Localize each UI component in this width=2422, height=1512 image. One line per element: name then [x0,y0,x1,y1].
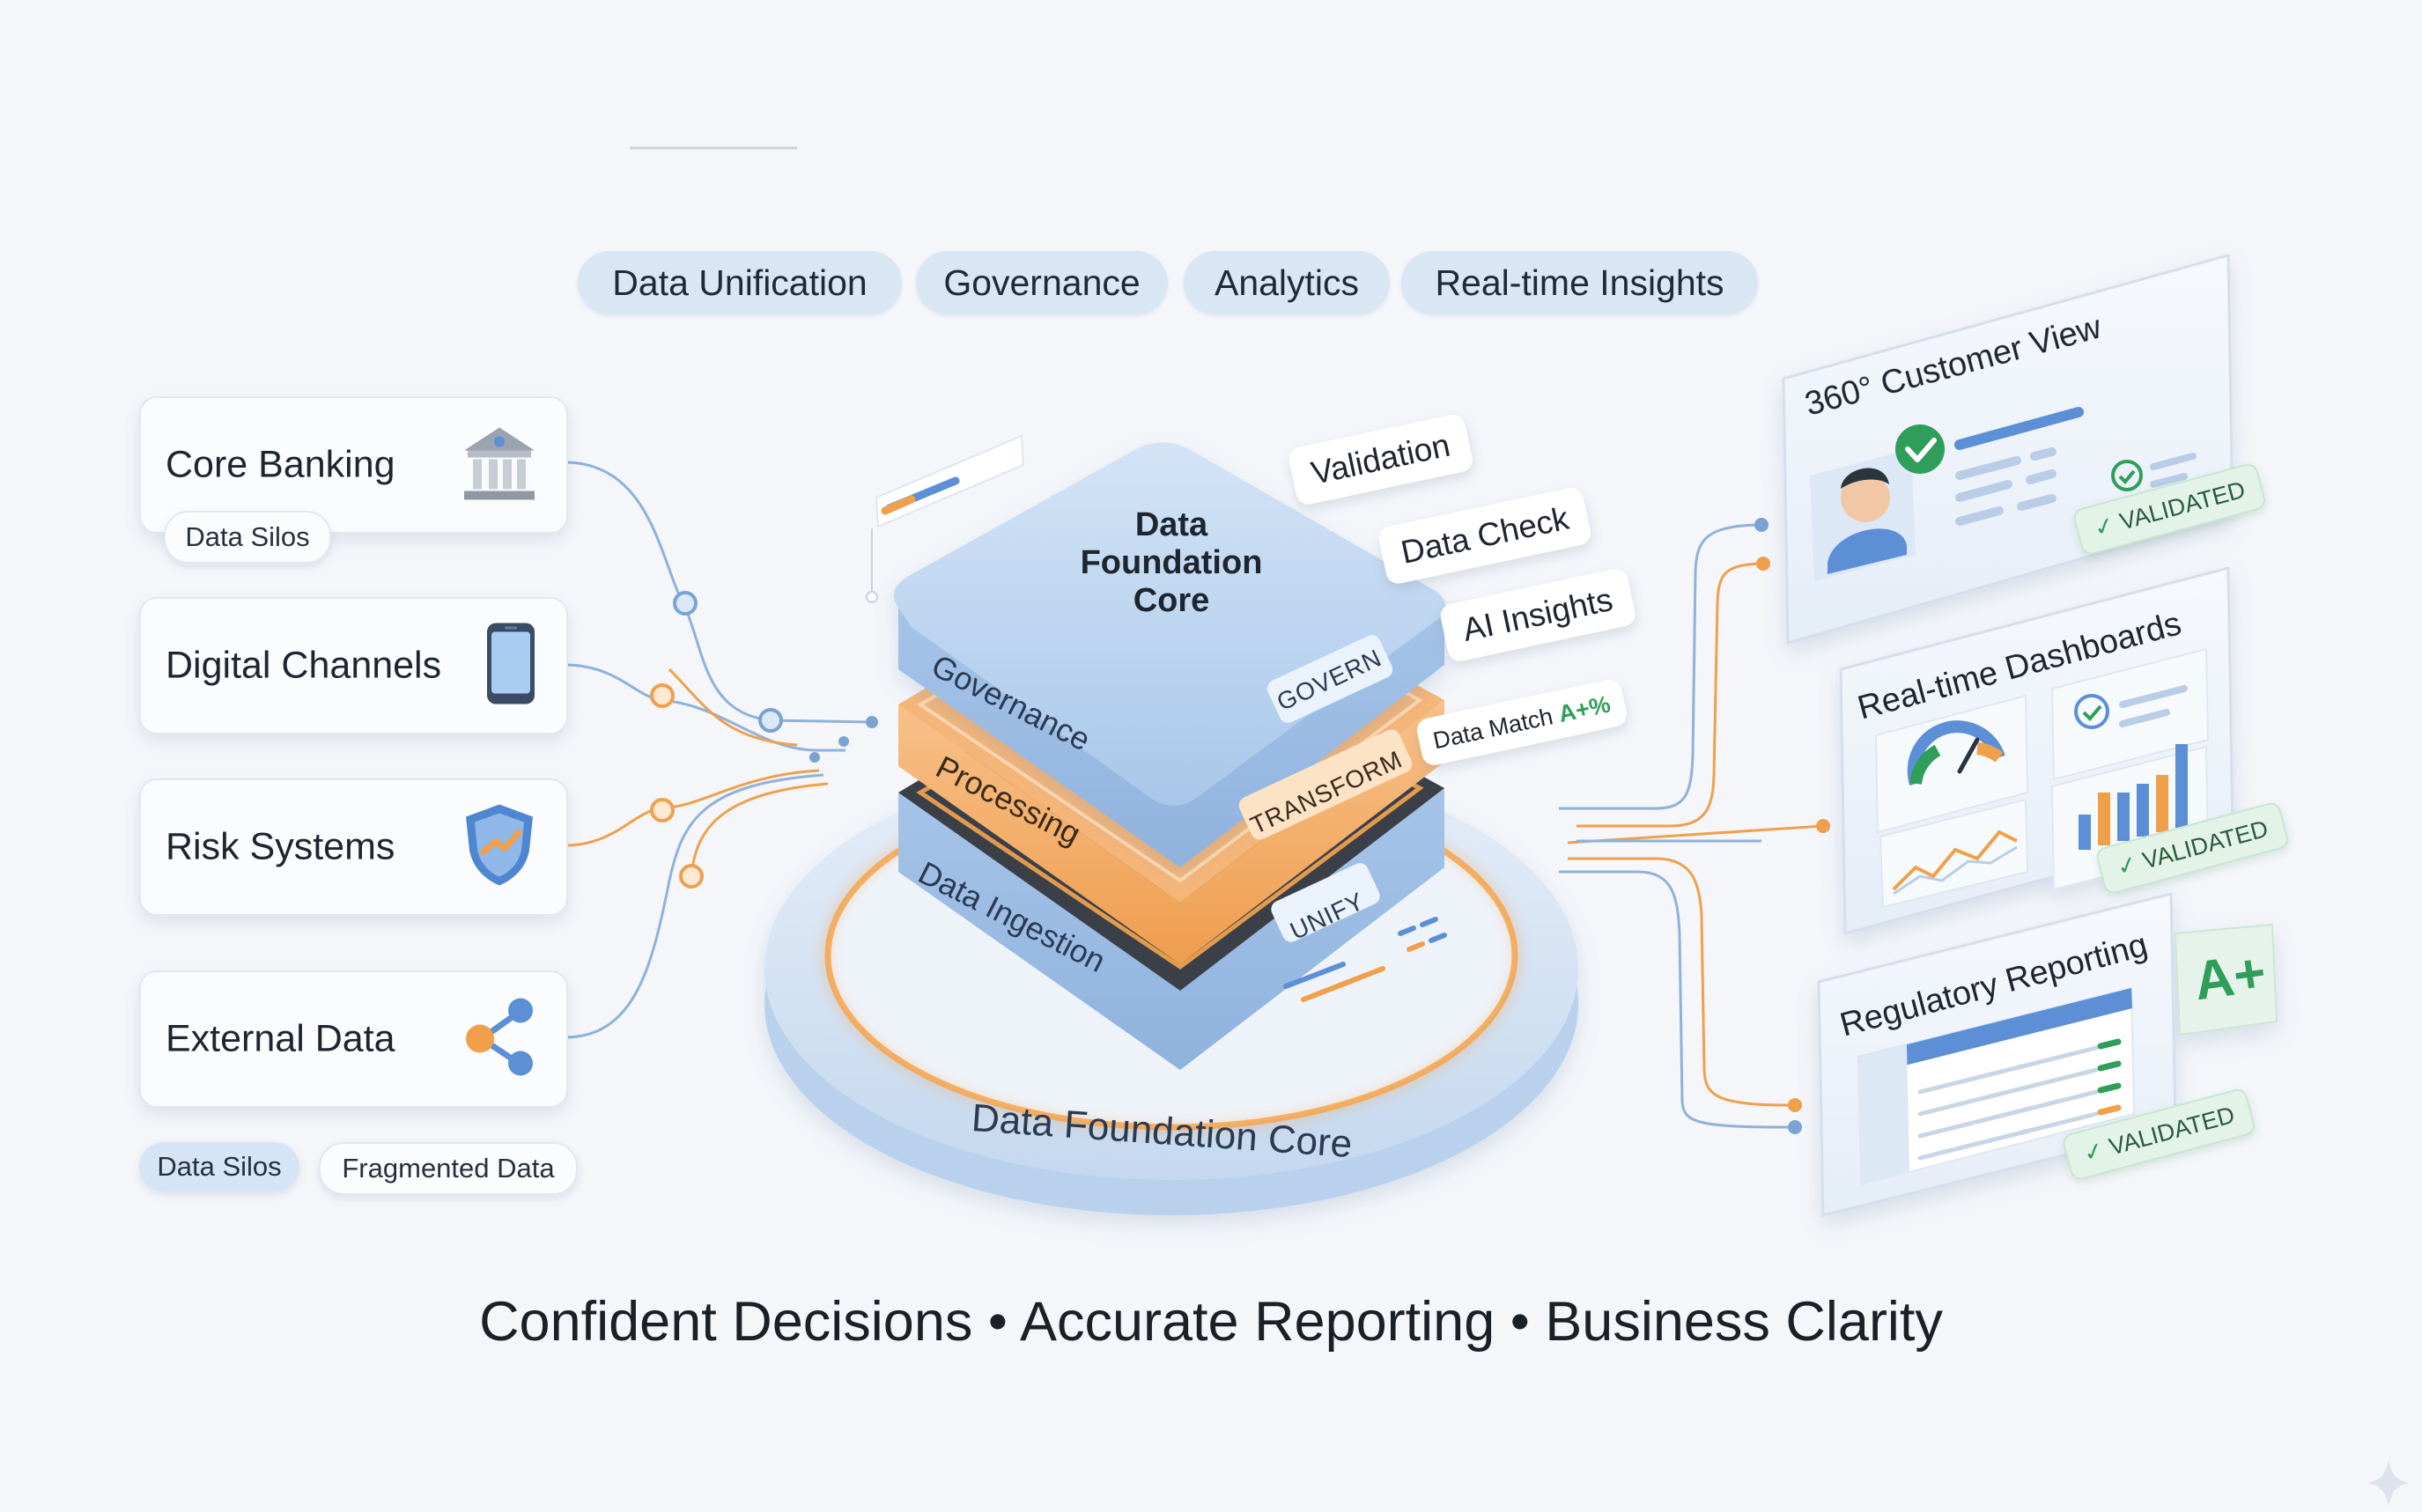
chip-label: Real-time Insights [1435,262,1724,303]
grade-badge: A+ [2190,941,2270,1013]
chip-analytics[interactable]: Analytics [1184,251,1390,314]
stack-title-line: Data [1134,506,1208,543]
bank-icon [457,421,542,510]
source-label: Core Banking [166,443,395,486]
check-icon: ✓ [2091,511,2118,542]
pill-fragmented-data: Fragmented Data [319,1142,578,1195]
pill-label: Data Silos [185,521,310,552]
layer-governance [893,442,1446,867]
pill-data-silos-bottom: Data Silos [139,1142,299,1191]
source-card-digital-channels[interactable]: Digital Channels [139,597,568,734]
source-label: Digital Channels [166,644,442,687]
smartphone-icon [480,620,542,712]
chip-data-unification[interactable]: Data Unification [578,251,902,314]
tagline: Confident Decisions • Accurate Reporting… [479,1291,1943,1353]
check-icon: ✓ [2114,850,2141,881]
source-label: External Data [166,1017,395,1060]
panel-customer-view [1782,254,2234,645]
chip-governance[interactable]: Governance [916,251,1168,314]
layer-tag-unify [1271,863,1380,942]
tag-data-match-value: A+% [1555,690,1613,728]
check-icon: ✓ [2080,1136,2108,1168]
pill-data-silos: Data Silos [164,511,331,564]
shield-icon [457,801,542,894]
stack-title-line: Foundation [1080,544,1263,581]
right-connector-nodes [1754,518,1830,1134]
share-network-icon [457,993,542,1086]
chip-label: Data Unification [612,262,868,303]
connector-nodes [650,591,878,889]
right-connectors [1559,523,1824,1129]
source-label: Risk Systems [166,825,395,868]
layer-tag-govern [1266,635,1393,723]
stack-title-line: Core [1133,582,1210,619]
floating-progress-widget [866,434,1025,603]
layer-tag-transform [1238,729,1413,840]
pill-label: Fragmented Data [342,1153,555,1184]
chip-label: Analytics [1214,262,1360,303]
pill-label: Data Silos [157,1151,282,1182]
base-decor [1283,917,1447,1002]
stack-top-title: Data Foundation Core [1039,506,1303,620]
source-card-risk-systems[interactable]: Risk Systems [139,778,568,916]
source-card-external-data[interactable]: External Data [139,970,568,1108]
sparkle-icon [2368,1460,2409,1506]
chip-label: Governance [943,262,1141,303]
chip-real-time-insights[interactable]: Real-time Insights [1401,251,1758,314]
panel-regulatory [1817,892,2278,1217]
